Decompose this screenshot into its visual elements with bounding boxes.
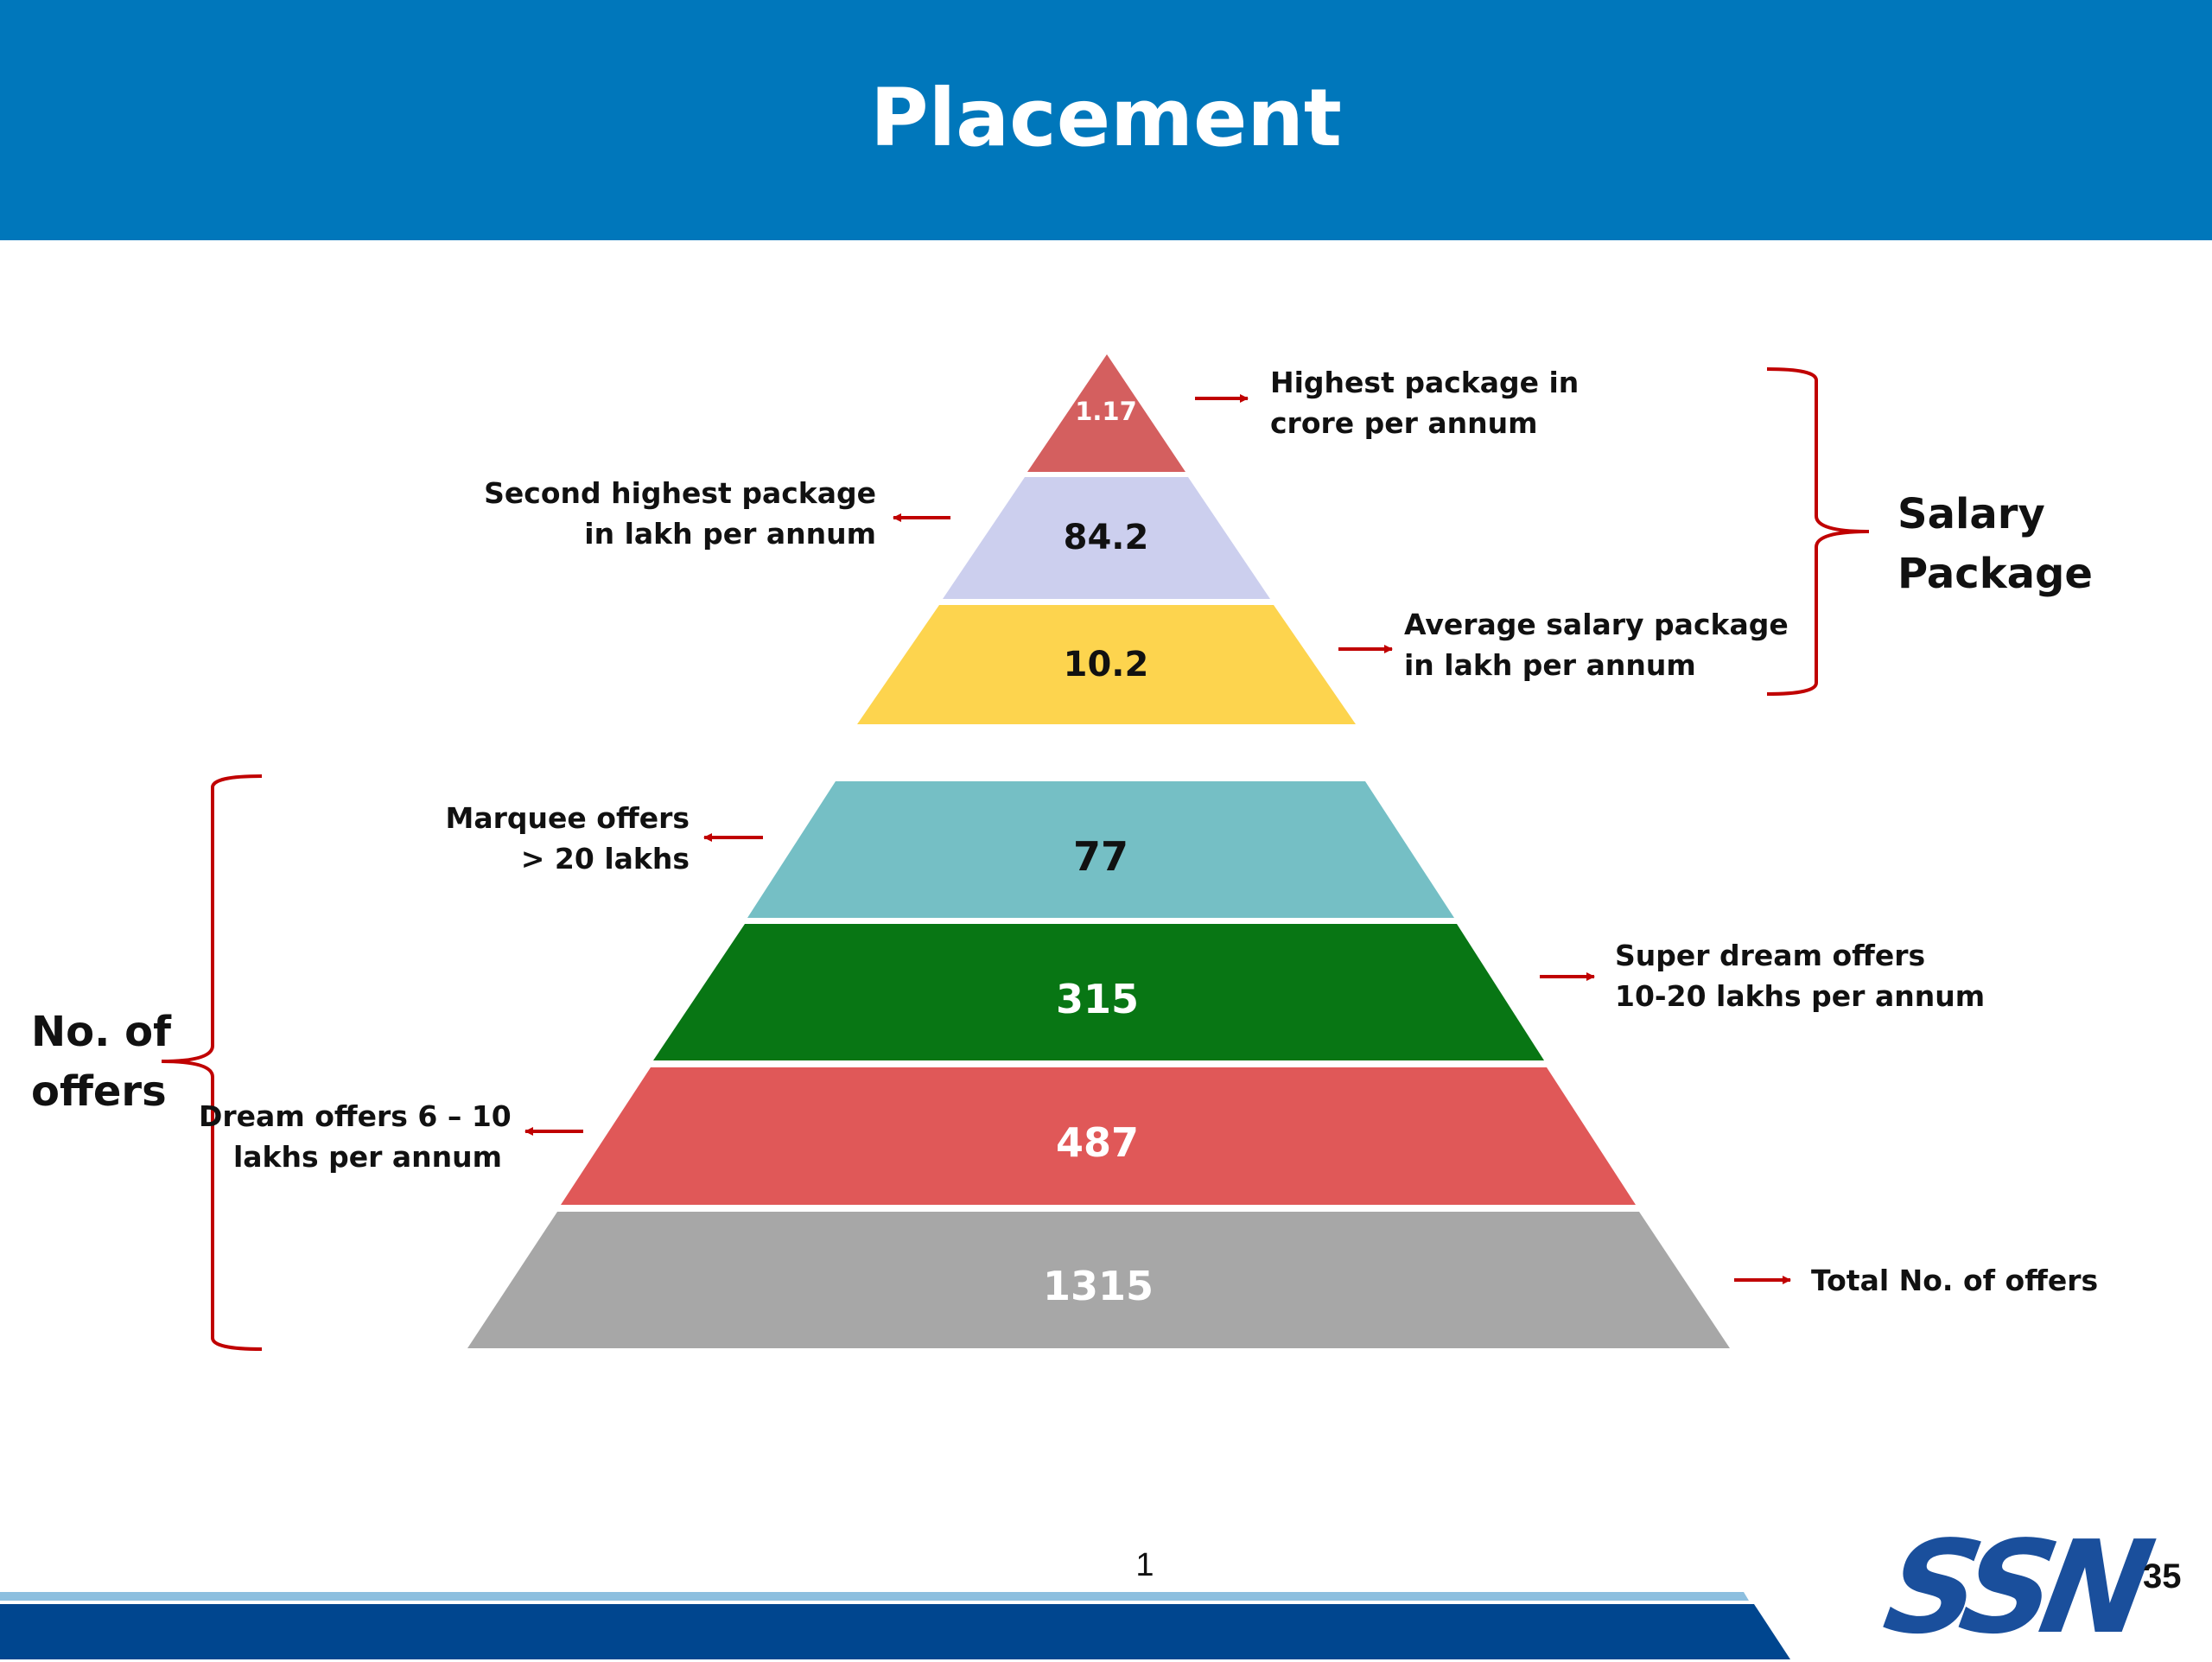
tier-value-highest-package: 1.17 [1075,397,1137,426]
label-marquee-offers: Marquee offers> 20 lakhs [445,801,690,876]
page-title: Placement [870,72,1342,164]
slide-number: 35 [2143,1557,2182,1595]
ssn-logo: SSN [1874,1513,2152,1662]
pyramid-tier-average-package [857,605,1356,724]
pyramid-tier-dream-offers [561,1067,1636,1205]
salary-package-bracket [1766,367,1870,696]
tier-value-marquee-offers: 77 [1073,833,1128,880]
header-bar [0,0,2212,240]
page-number: 1 [1135,1547,1154,1583]
label-total-offers: Total No. of offers [1811,1264,2099,1297]
tier-value-total-offers: 1315 [1043,1263,1154,1309]
offers-bracket [161,774,263,1351]
tier-value-super-dream-offers: 315 [1056,976,1139,1022]
pyramid-tier-super-dream-offers [653,924,1544,1060]
footer-dark-bar [0,1604,1790,1659]
pyramid-tier-second-highest-package [943,477,1270,599]
pyramid-tier-marquee-offers [747,781,1454,918]
tier-value-dream-offers: 487 [1056,1119,1139,1166]
footer-light-stripe [0,1592,1749,1601]
pyramid-tier-highest-package [1027,354,1185,472]
pyramid-tier-total-offers [467,1212,1730,1348]
tier-value-second-highest-package: 84.2 [1064,518,1149,557]
tier-value-average-package: 10.2 [1064,645,1149,685]
